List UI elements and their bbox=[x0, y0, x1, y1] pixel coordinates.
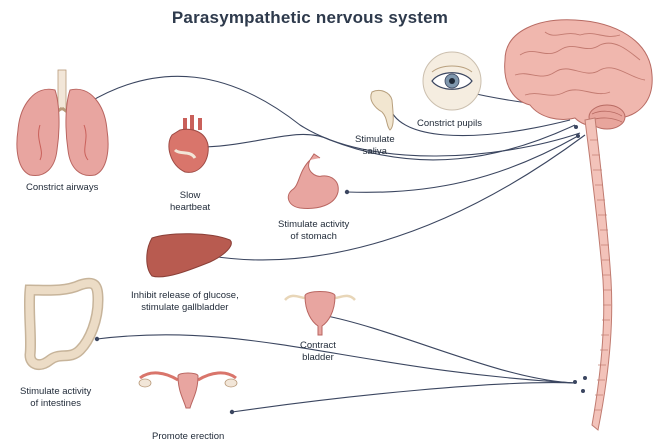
intestines-illustration bbox=[29, 283, 98, 364]
label-stimulate-intestines: Stimulate activity of intestines bbox=[20, 386, 91, 409]
label-line: Contract bbox=[300, 340, 336, 352]
stomach-illustration bbox=[288, 154, 338, 208]
label-stimulate-stomach: Stimulate activity of stomach bbox=[278, 219, 349, 242]
reproductive-illustration bbox=[139, 373, 237, 408]
label-line: of intestines bbox=[20, 398, 91, 410]
label-contract-bladder: Contract bladder bbox=[300, 340, 336, 363]
label-promote-erection: Promote erection bbox=[152, 431, 224, 443]
label-line: heartbeat bbox=[170, 202, 210, 214]
salivary-gland-illustration bbox=[371, 90, 393, 130]
label-line: of stomach bbox=[278, 231, 349, 243]
nerve-erection bbox=[232, 383, 575, 412]
junction-dot bbox=[574, 125, 578, 129]
organ-dot bbox=[95, 337, 99, 341]
label-slow-heartbeat: Slow heartbeat bbox=[170, 190, 210, 213]
label-line: Slow bbox=[170, 190, 210, 202]
liver-illustration bbox=[147, 234, 232, 277]
nerve-bladder bbox=[322, 315, 575, 383]
bladder-illustration bbox=[285, 292, 355, 336]
junction-dot bbox=[583, 376, 587, 380]
label-constrict-airways: Constrict airways bbox=[26, 182, 98, 194]
eye-illustration bbox=[423, 52, 481, 110]
organ-dot bbox=[230, 410, 234, 414]
label-line: stimulate gallbladder bbox=[131, 302, 239, 314]
nerve-lungs bbox=[88, 76, 580, 156]
heart-illustration bbox=[169, 115, 208, 172]
junction-dot bbox=[573, 380, 577, 384]
label-line: Stimulate activity bbox=[20, 386, 91, 398]
brain-illustration bbox=[505, 20, 653, 129]
label-line: saliva bbox=[355, 146, 395, 158]
nerve-liver bbox=[211, 135, 585, 260]
lungs-illustration bbox=[17, 70, 108, 176]
junction-dot bbox=[581, 389, 585, 393]
label-line: Stimulate bbox=[355, 134, 395, 146]
label-line: Stimulate activity bbox=[278, 219, 349, 231]
label-stimulate-saliva: Stimulate saliva bbox=[355, 134, 395, 157]
organ-dot bbox=[345, 190, 349, 194]
label-inhibit-glucose: Inhibit release of glucose, stimulate ga… bbox=[131, 290, 239, 313]
label-line: Inhibit release of glucose, bbox=[131, 290, 239, 302]
spinal-cord-illustration bbox=[585, 118, 612, 430]
label-line: bladder bbox=[300, 352, 336, 364]
junction-dot bbox=[576, 134, 580, 138]
label-constrict-pupils: Constrict pupils bbox=[417, 118, 482, 130]
